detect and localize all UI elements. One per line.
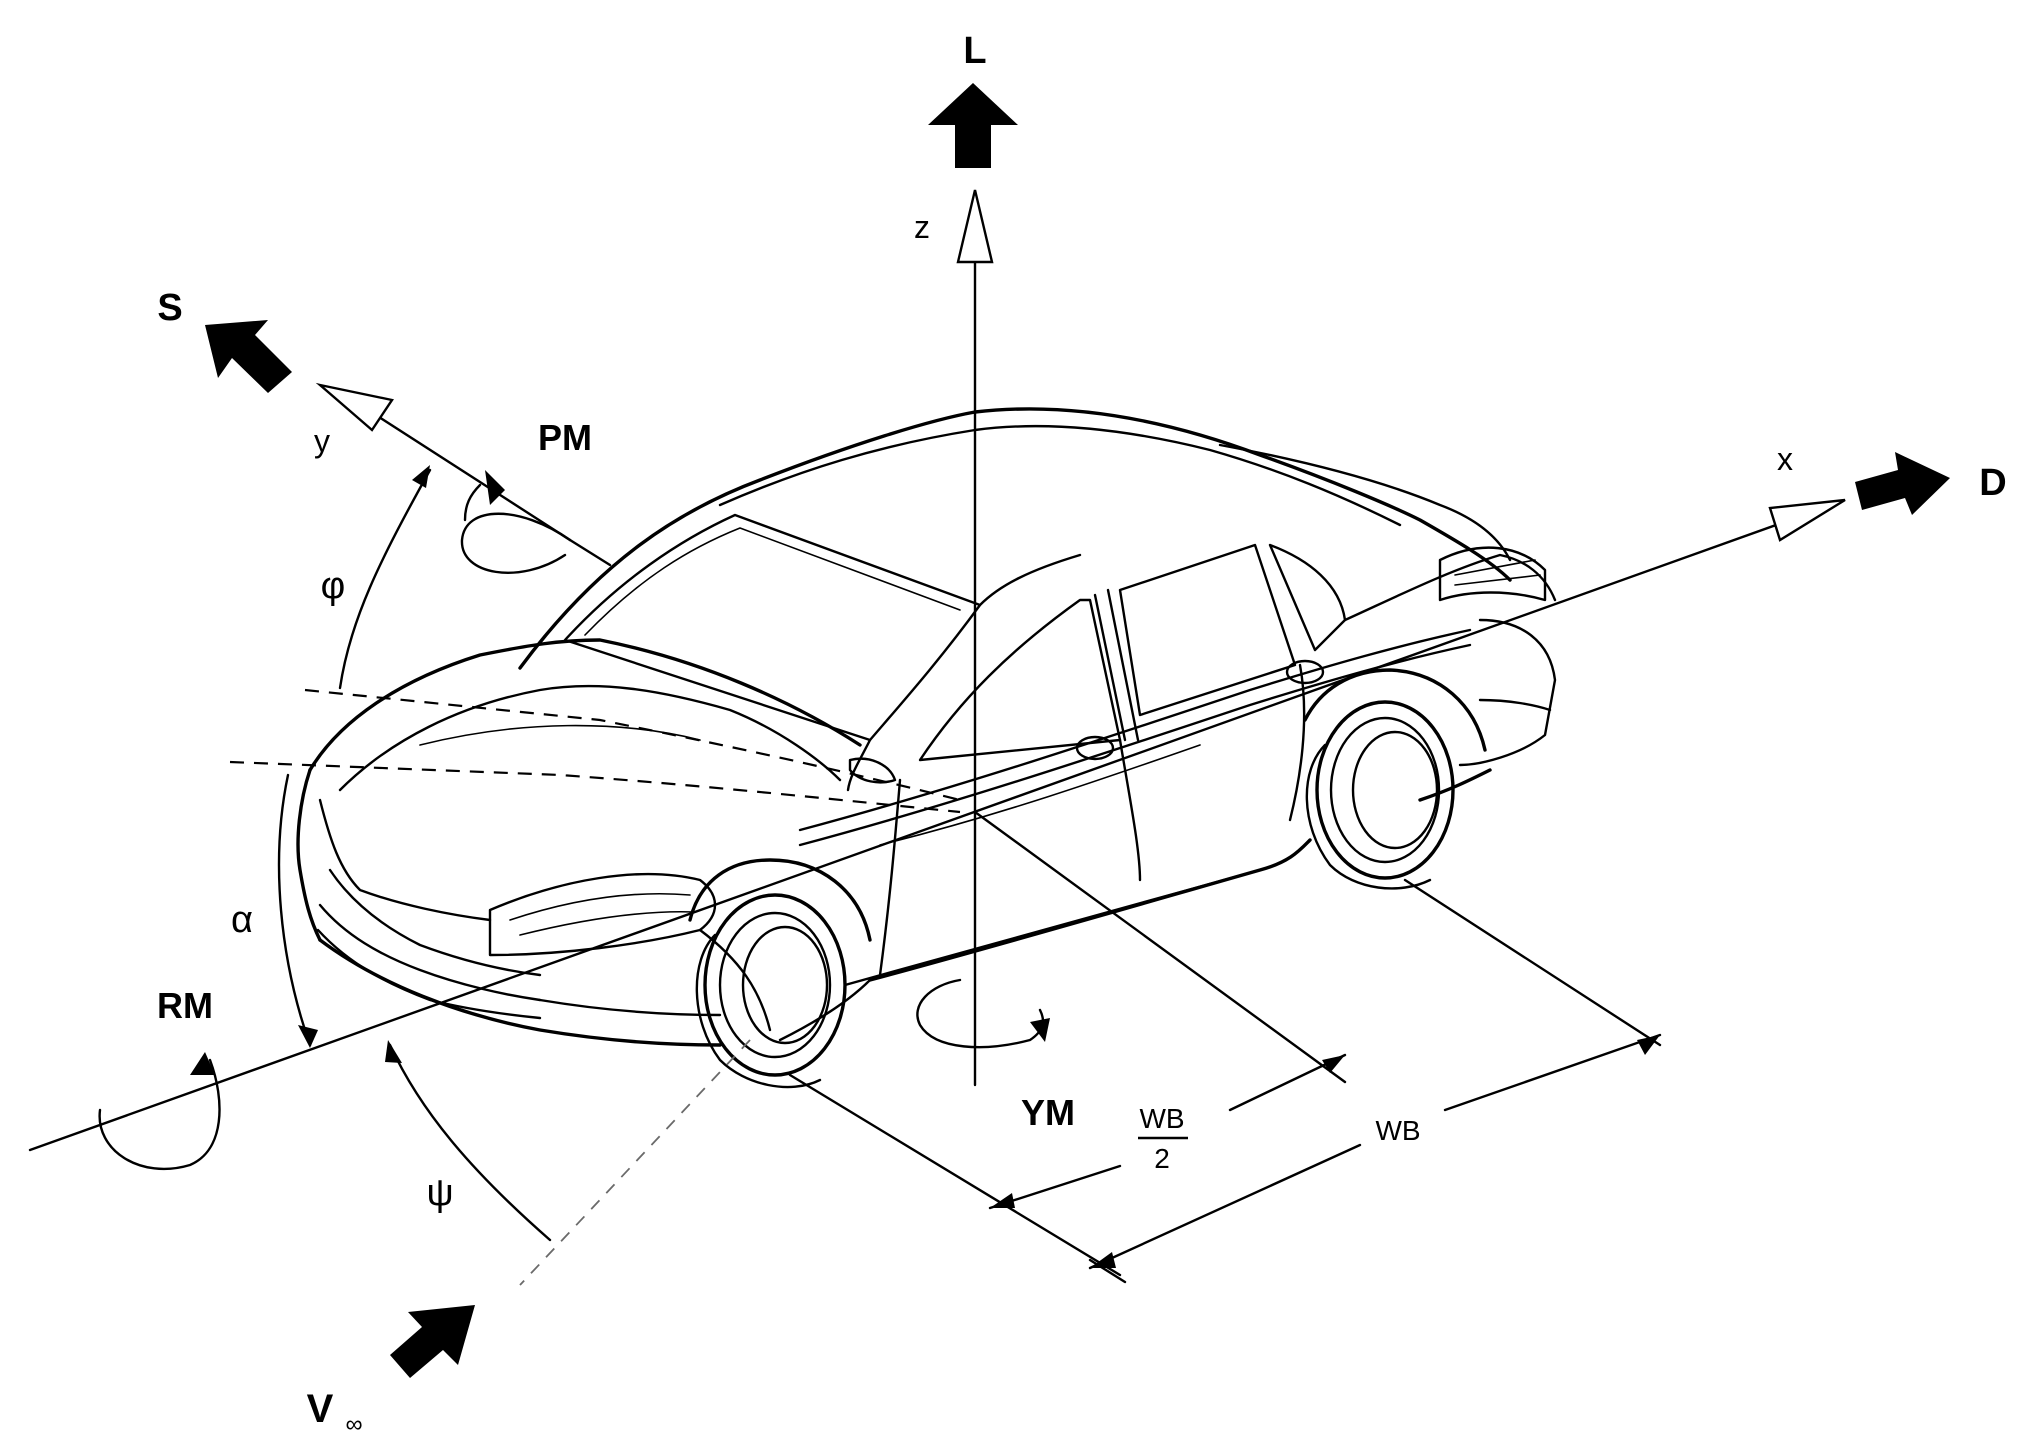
angle-arcs bbox=[277, 465, 552, 1242]
side-arrow-icon bbox=[205, 320, 292, 393]
z-axis-label: z bbox=[914, 209, 930, 245]
rear-wheel bbox=[1303, 668, 1487, 890]
pitch-moment-arrow bbox=[460, 512, 572, 574]
lift-label: L bbox=[963, 30, 986, 72]
labels: L S D V ∞ PM RM YM x y z φ α ψ WB 2 WB bbox=[157, 30, 2007, 1438]
front-wheel bbox=[688, 858, 872, 1089]
force-arrows bbox=[205, 83, 1950, 1378]
y-axis-label: y bbox=[314, 423, 330, 459]
lift-arrow-icon bbox=[928, 83, 1018, 168]
x-axis-arrowhead bbox=[1768, 498, 1846, 542]
moment-arrows bbox=[98, 470, 1050, 1171]
axis-lines bbox=[28, 189, 1846, 1286]
side-label: S bbox=[157, 287, 182, 329]
velocity-subscript: ∞ bbox=[345, 1411, 362, 1438]
half-wheelbase-denominator: 2 bbox=[1154, 1143, 1170, 1174]
roll-moment-arrow bbox=[98, 1058, 221, 1171]
drag-label: D bbox=[1979, 462, 2006, 504]
velocity-label: V bbox=[307, 1387, 334, 1431]
pitch-moment-label: PM bbox=[538, 417, 592, 458]
yaw-moment-label: YM bbox=[1021, 1092, 1075, 1133]
velocity-arrow-icon bbox=[390, 1305, 475, 1378]
x-axis-label: x bbox=[1777, 441, 1793, 477]
drag-arrow-icon bbox=[1855, 452, 1950, 515]
half-wheelbase-numerator: WB bbox=[1139, 1103, 1184, 1134]
dimension-lines bbox=[788, 878, 1662, 1284]
yaw-moment-arrow bbox=[916, 978, 1045, 1049]
alpha-label: α bbox=[231, 899, 253, 941]
phi-label: φ bbox=[321, 565, 346, 607]
z-axis-arrowhead bbox=[956, 189, 994, 264]
psi-label: ψ bbox=[426, 1172, 453, 1214]
wheelbase-label: WB bbox=[1375, 1115, 1420, 1146]
roll-moment-label: RM bbox=[157, 985, 213, 1026]
y-axis-arrowhead bbox=[315, 382, 394, 432]
